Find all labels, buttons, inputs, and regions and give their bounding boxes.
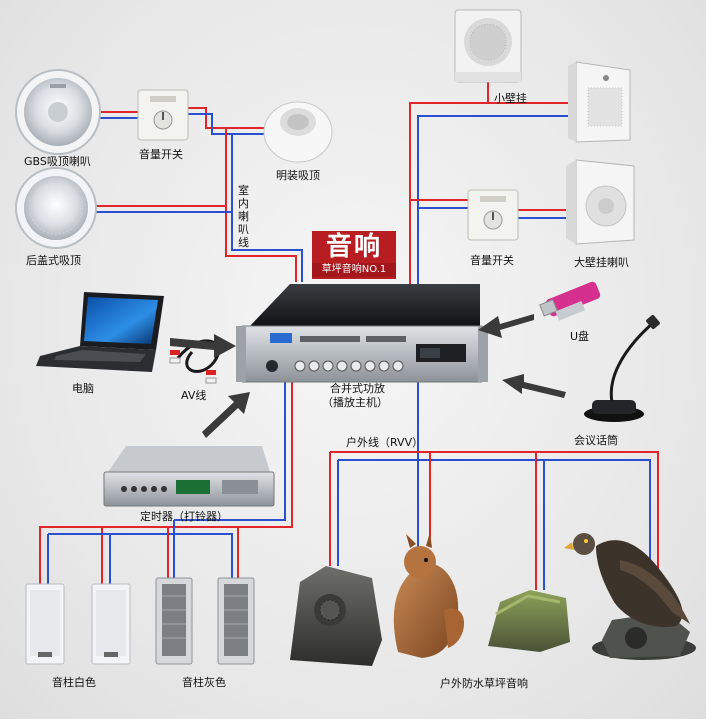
large-wall-speaker-bottom-icon	[566, 159, 635, 245]
timer-icon	[103, 446, 275, 507]
column-wire-group	[39, 380, 293, 584]
wire-red	[188, 107, 268, 129]
wire-red	[409, 82, 489, 292]
wire-red	[225, 128, 297, 282]
label-timer: 定时器（打铃器）	[140, 510, 228, 523]
arrow-mic-to-amp	[502, 374, 566, 398]
brand-title: 音响	[325, 232, 382, 262]
label-gbs-ceiling: GBS吸顶喇叭	[24, 155, 91, 168]
surface-ceiling-speaker-icon	[263, 101, 333, 163]
eagle-speaker-icon	[564, 533, 696, 660]
label-amplifier-line2: （播放主机）	[322, 396, 388, 409]
label-usb: U盘	[570, 330, 590, 343]
label-large-wall: 大壁挂喇叭	[574, 256, 629, 269]
outdoor-wire-group	[329, 382, 659, 592]
brand-subtitle: 草坪音响NO.1	[312, 263, 396, 277]
label-av-cable: AV线	[181, 389, 207, 402]
squirrel-speaker-icon	[393, 532, 465, 658]
arrow-group	[170, 314, 566, 438]
microphone-icon	[584, 315, 660, 422]
label-amplifier-line1: 合并式功放	[330, 382, 385, 395]
arrow-usb-to-amp	[478, 314, 534, 338]
column-speaker-white-2-icon	[91, 583, 131, 665]
amplifier-icon	[236, 284, 488, 383]
label-outdoor-cable: 户外线（RVV）	[346, 436, 424, 449]
column-speaker-gray-1-icon	[155, 577, 193, 665]
wire-blue	[338, 459, 651, 592]
volume-switch-right-icon	[467, 189, 519, 241]
label-back-cover-ceiling: 后盖式吸顶	[26, 254, 81, 267]
wire-blue	[417, 115, 576, 292]
rock-speaker-icon	[290, 566, 382, 666]
column-speaker-gray-2-icon	[217, 577, 255, 665]
wire-blue	[174, 380, 286, 521]
label-microphone: 会议话筒	[574, 434, 618, 447]
laptop-icon	[36, 292, 164, 372]
label-volume-switch-right: 音量开关	[470, 254, 514, 267]
label-indoor-cable: 室内喇叭线	[238, 184, 249, 249]
label-lawn-speakers: 户外防水草坪音响	[440, 677, 528, 690]
small-wall-speaker-icon	[454, 9, 522, 83]
arrow-timer-to-amp	[202, 392, 250, 438]
label-column-white: 音柱白色	[52, 676, 96, 689]
gbs-ceiling-speaker-icon	[15, 69, 101, 155]
brand-badge: 音响 草坪音响NO.1	[312, 231, 396, 279]
wire-blue	[188, 113, 268, 135]
label-volume-switch-left: 音量开关	[139, 148, 183, 161]
volume-switch-left-icon	[137, 89, 189, 141]
column-speaker-white-1-icon	[25, 583, 65, 665]
large-wall-speaker-top-icon	[568, 61, 631, 143]
wire-blue	[48, 533, 233, 578]
usb-stick-icon	[539, 281, 601, 321]
wire-red	[330, 451, 659, 592]
arrow-laptop-to-amp	[170, 334, 236, 358]
label-small-wall: 小壁挂	[494, 92, 527, 105]
label-computer: 电脑	[72, 382, 94, 395]
wire-blue	[231, 134, 303, 282]
back-cover-ceiling-speaker-icon	[15, 167, 97, 249]
label-surface-ceiling: 明装吸顶	[276, 169, 320, 182]
wire-red	[39, 380, 293, 584]
label-column-gray: 音柱灰色	[182, 676, 226, 689]
moss-rock-speaker-icon	[488, 590, 570, 652]
indoor-wire-group	[94, 107, 303, 282]
